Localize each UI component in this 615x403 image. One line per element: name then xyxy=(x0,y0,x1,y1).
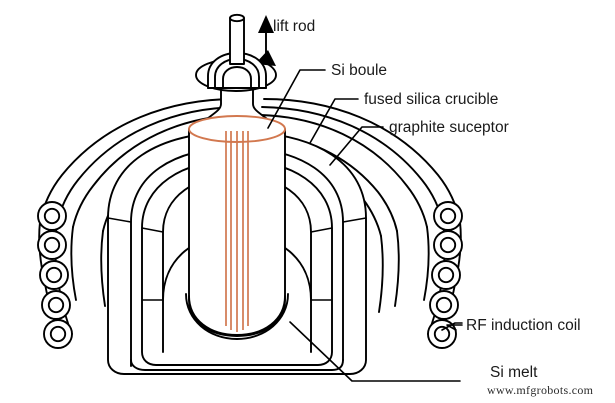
rf-induction-coil-group xyxy=(37,98,463,349)
label-graphite-suceptor: graphite suceptor xyxy=(389,119,509,136)
seed-chuck-group xyxy=(195,50,277,92)
leader-lines xyxy=(267,69,463,382)
label-rf-induction-coil: RF induction coil xyxy=(466,317,581,334)
label-si-melt: Si melt xyxy=(490,364,538,381)
watermark: www.mfgrobots.com xyxy=(487,383,594,397)
coil-turns-left xyxy=(37,201,73,349)
boule-crystal-stripes xyxy=(225,131,249,332)
si-boule-body xyxy=(185,85,289,340)
label-si-boule: Si boule xyxy=(331,62,387,79)
label-fused-silica-crucible: fused silica crucible xyxy=(364,91,498,108)
lift-rod-body xyxy=(229,13,245,65)
coil-turns-right xyxy=(427,201,463,349)
label-lift-rod: lift rod xyxy=(273,18,315,35)
lift-arrow-icon xyxy=(258,15,274,59)
